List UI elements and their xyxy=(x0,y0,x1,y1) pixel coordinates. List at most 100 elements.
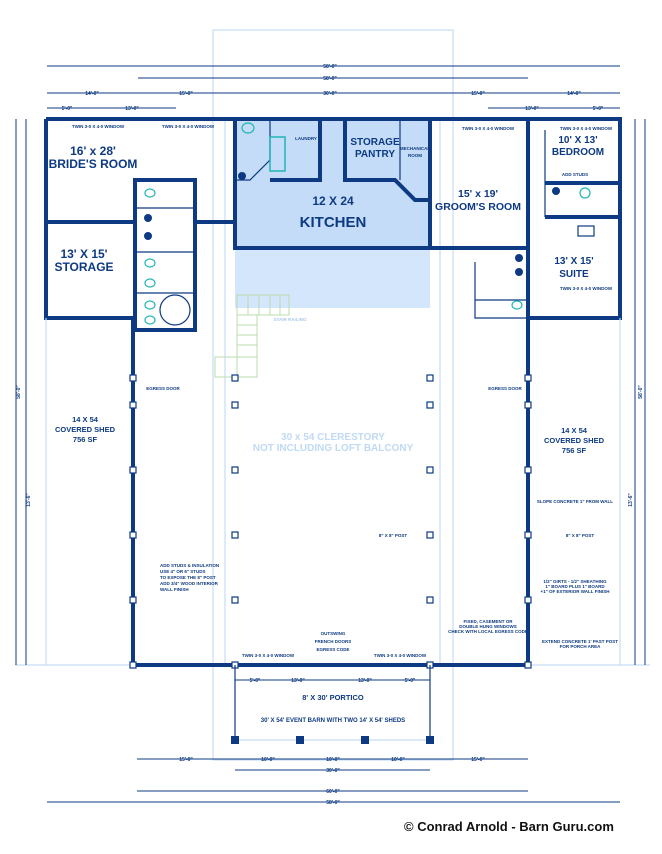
svg-text:8" X 8" POST: 8" X 8" POST xyxy=(379,533,408,538)
grooms-room-size: 15' x 19' xyxy=(458,188,498,200)
laundry-label: LAUNDRY xyxy=(295,136,317,141)
post-marker xyxy=(524,661,532,669)
svg-text:58'-0": 58'-0" xyxy=(323,76,337,82)
svg-text:STAIR RAILING: STAIR RAILING xyxy=(274,317,307,322)
post-marker xyxy=(426,401,434,409)
svg-text:15'-0": 15'-0" xyxy=(179,757,193,763)
post-marker xyxy=(231,531,239,539)
post-marker xyxy=(426,531,434,539)
suite-label: SUITE xyxy=(559,269,589,280)
toilet-icon xyxy=(144,188,156,198)
bottom-dimensions: 15'-0" 10'-0" 10'-0" 10'-0" 15'-0" 30'-0… xyxy=(47,757,620,806)
brides-room-label: BRIDE'S ROOM xyxy=(49,157,138,171)
svg-text:TWIN 3-0 X 4-0 WINDOW: TWIN 3-0 X 4-0 WINDOW xyxy=(462,126,515,131)
toilet-icon xyxy=(241,122,255,134)
svg-text:5'-0": 5'-0" xyxy=(62,106,73,112)
sink-icon xyxy=(144,232,152,240)
svg-text:TWIN 3-0 X 4-0 WINDOW: TWIN 3-0 X 4-0 WINDOW xyxy=(560,126,613,131)
post-marker xyxy=(524,401,532,409)
top-dimensions: 58'-0" 58'-0" 14'-0" 15'-0" 30'-0" 15'-0… xyxy=(47,64,620,112)
post-marker xyxy=(524,596,532,604)
svg-text:1/2" GIRTS - 1/2" SHEATHING: 1/2" GIRTS - 1/2" SHEATHING xyxy=(543,579,607,584)
bedroom-size: 10' X 13' xyxy=(558,135,597,146)
svg-text:TWIN 3-0 X 4-0 WINDOW: TWIN 3-0 X 4-0 WINDOW xyxy=(560,286,613,291)
accessible-turning-circle xyxy=(159,294,191,326)
svg-text:NOT INCLUDING LOFT BALCONY: NOT INCLUDING LOFT BALCONY xyxy=(253,443,414,454)
post-marker xyxy=(129,661,137,669)
svg-text:756 SF: 756 SF xyxy=(562,446,587,455)
toilet-icon xyxy=(144,258,156,268)
svg-text:13'-6": 13'-6" xyxy=(628,493,634,507)
toilet-icon xyxy=(144,300,156,310)
post-marker xyxy=(129,374,137,382)
svg-text:1" BOARD PLUS 1" BOARD: 1" BOARD PLUS 1" BOARD xyxy=(545,584,605,589)
svg-text:FIXED, CASEMENT OR: FIXED, CASEMENT OR xyxy=(463,619,513,624)
post-marker xyxy=(129,401,137,409)
kitchen-label: KITCHEN xyxy=(300,214,367,231)
toilet-icon xyxy=(511,300,523,310)
storage-size: 13' X 15' xyxy=(60,247,107,261)
svg-text:58'-0": 58'-0" xyxy=(638,385,644,399)
mechanical-room-label: MECHANICAL xyxy=(400,146,430,151)
post-marker xyxy=(426,466,434,474)
svg-text:TWIN 3-0 X 4-0 WINDOW: TWIN 3-0 X 4-0 WINDOW xyxy=(374,653,427,658)
toilet-icon xyxy=(144,278,156,288)
toilet-icon xyxy=(144,315,156,325)
svg-text:EGRESS DOOR: EGRESS DOOR xyxy=(146,386,180,391)
left-covered-shed-label: COVERED SHED xyxy=(55,425,116,434)
svg-text:13'-0": 13'-0" xyxy=(291,678,305,684)
brides-room-size: 16' x 28' xyxy=(70,144,116,158)
svg-text:60'-0": 60'-0" xyxy=(326,789,340,795)
post-marker xyxy=(129,596,137,604)
fixtures xyxy=(144,122,595,378)
svg-text:14 X 54: 14 X 54 xyxy=(561,426,588,435)
svg-text:TWIN 3-0 X 4-0 WINDOW: TWIN 3-0 X 4-0 WINDOW xyxy=(242,653,295,658)
svg-text:58'-0": 58'-0" xyxy=(323,64,337,70)
suite-size: 13' X 15' xyxy=(554,256,593,267)
sink-icon xyxy=(515,268,523,276)
svg-text:10'-0": 10'-0" xyxy=(326,757,340,763)
svg-text:ADD STUDS & INSULATION: ADD STUDS & INSULATION xyxy=(160,563,219,568)
post-marker xyxy=(231,596,239,604)
svg-text:TO EXPOSE THE 8" POST: TO EXPOSE THE 8" POST xyxy=(160,575,216,580)
svg-text:15'-0": 15'-0" xyxy=(471,757,485,763)
svg-text:14'-0": 14'-0" xyxy=(567,91,581,97)
post-marker xyxy=(524,531,532,539)
svg-text:13'-0": 13'-0" xyxy=(125,106,139,112)
svg-text:ADD STUDS: ADD STUDS xyxy=(562,172,588,177)
right-covered-shed-label: COVERED SHED xyxy=(544,436,605,445)
toilet-icon xyxy=(579,187,591,199)
svg-text:13'-0": 13'-0" xyxy=(358,678,372,684)
svg-text:ADD 3/4" WOOD INTERIOR: ADD 3/4" WOOD INTERIOR xyxy=(160,581,219,586)
svg-text:14'-0": 14'-0" xyxy=(85,91,99,97)
copyright-text: © Conrad Arnold - Barn Guru.com xyxy=(404,819,614,834)
svg-text:8" X 8" POST: 8" X 8" POST xyxy=(566,533,595,538)
bedroom-label: BEDROOM xyxy=(552,147,604,158)
svg-text:10'-0": 10'-0" xyxy=(391,757,405,763)
loft-outline xyxy=(212,29,454,761)
post-marker xyxy=(231,374,239,382)
post-marker xyxy=(231,466,239,474)
svg-text:EGRESS CODE: EGRESS CODE xyxy=(316,647,349,652)
post-marker xyxy=(426,596,434,604)
svg-text:5'-0": 5'-0" xyxy=(405,678,416,684)
svg-text:+1" OF EXTERIOR WALL FINISH: +1" OF EXTERIOR WALL FINISH xyxy=(541,589,610,594)
side-dimensions: 58'-0" 13'-6" 58'-0" 13'-6" xyxy=(15,119,646,665)
svg-text:FOR PORCH AREA: FOR PORCH AREA xyxy=(560,644,602,649)
sink-icon xyxy=(144,214,152,222)
walls xyxy=(44,117,622,667)
svg-text:OUTSWING: OUTSWING xyxy=(321,631,346,636)
stove-icon xyxy=(577,225,595,237)
post-marker xyxy=(231,401,239,409)
kitchen-fill xyxy=(235,119,430,248)
svg-text:SLOPE CONCRETE 1" FROM WALL: SLOPE CONCRETE 1" FROM WALL xyxy=(537,499,613,504)
svg-text:14 X 54: 14 X 54 xyxy=(72,415,99,424)
post-marker xyxy=(129,466,137,474)
svg-text:58'-0": 58'-0" xyxy=(326,800,340,806)
svg-text:10'-0": 10'-0" xyxy=(261,757,275,763)
svg-text:FRENCH DOORS: FRENCH DOORS xyxy=(315,639,352,644)
post-marker xyxy=(524,374,532,382)
post-marker xyxy=(426,374,434,382)
svg-text:5'-0": 5'-0" xyxy=(250,678,261,684)
